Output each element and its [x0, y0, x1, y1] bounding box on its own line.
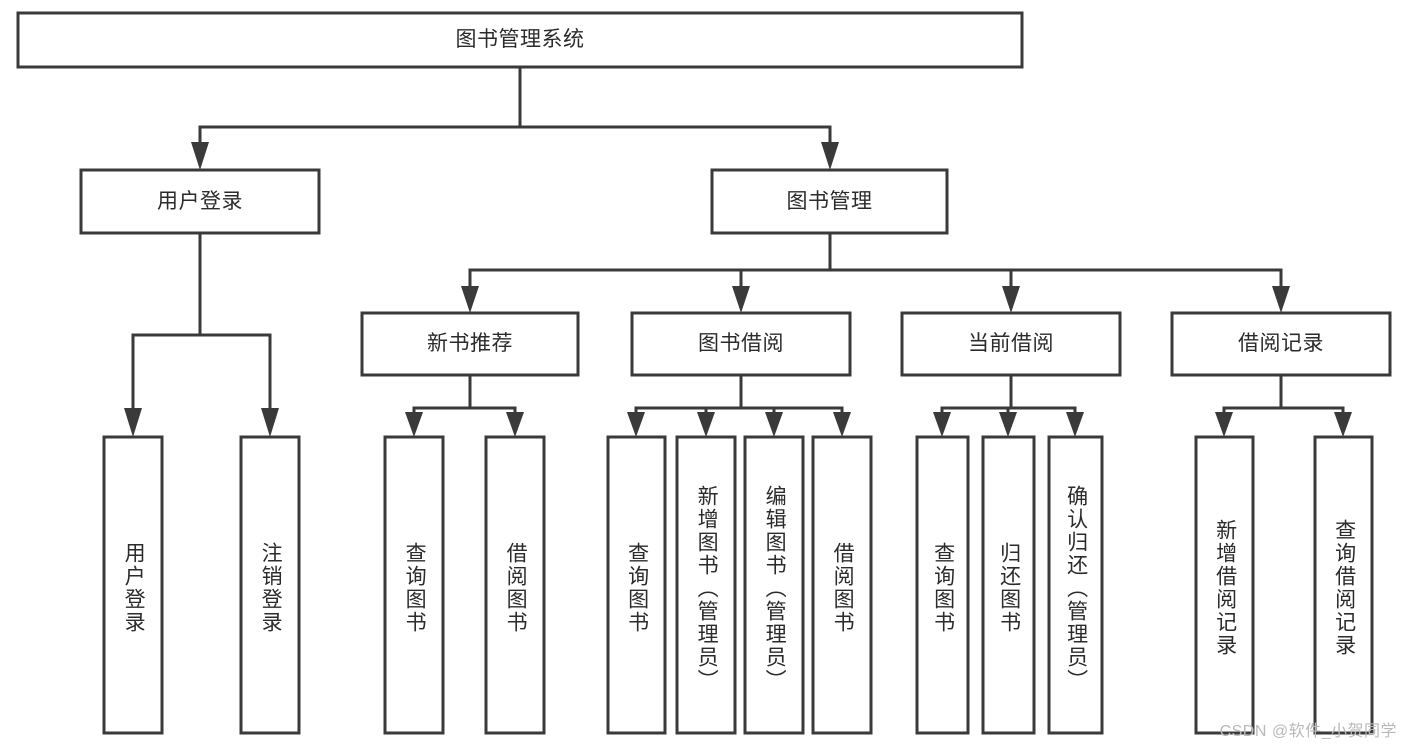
- leaf-box-query-record[interactable]: [1313, 435, 1374, 735]
- connector-root-to-level2: [191, 65, 839, 170]
- leaf-box-confirm-return[interactable]: [1047, 435, 1104, 735]
- connector-book-mgmt-to-level3: [461, 231, 1290, 313]
- node-box-book-borrow[interactable]: [630, 311, 852, 377]
- leaf-box-edit-book[interactable]: [743, 435, 805, 735]
- connector-current-borrow-to-leaves: [933, 373, 1084, 437]
- node-box-borrow-record[interactable]: [1170, 311, 1392, 377]
- connector-book-borrow-to-leaves: [627, 373, 851, 437]
- leaf-box-return-book[interactable]: [981, 435, 1036, 735]
- leaf-box-query-book-1[interactable]: [383, 435, 445, 735]
- leaf-box-add-book[interactable]: [675, 435, 737, 735]
- leaf-box-user-logout[interactable]: [239, 435, 301, 735]
- connector-new-book-rec-to-leaves: [405, 373, 524, 437]
- connector-borrow-record-to-leaves: [1215, 373, 1352, 437]
- leaf-box-query-book-3[interactable]: [915, 435, 970, 735]
- node-box-new-book-rec[interactable]: [360, 311, 580, 377]
- node-box-book-mgmt[interactable]: [710, 168, 949, 235]
- node-box-user-login[interactable]: [79, 168, 321, 235]
- watermark-text: CSDN @软件_小贺同学: [1219, 723, 1397, 740]
- node-box-root[interactable]: [16, 11, 1024, 69]
- leaf-box-query-book-2[interactable]: [606, 435, 667, 735]
- leaf-box-add-record[interactable]: [1194, 435, 1255, 735]
- leaf-box-borrow-book-1[interactable]: [484, 435, 546, 735]
- leaf-box-borrow-book-2[interactable]: [811, 435, 873, 735]
- node-box-current-borrow[interactable]: [900, 311, 1122, 377]
- leaf-box-user-login[interactable]: [102, 435, 164, 735]
- connector-user-login-to-leaves: [124, 231, 279, 437]
